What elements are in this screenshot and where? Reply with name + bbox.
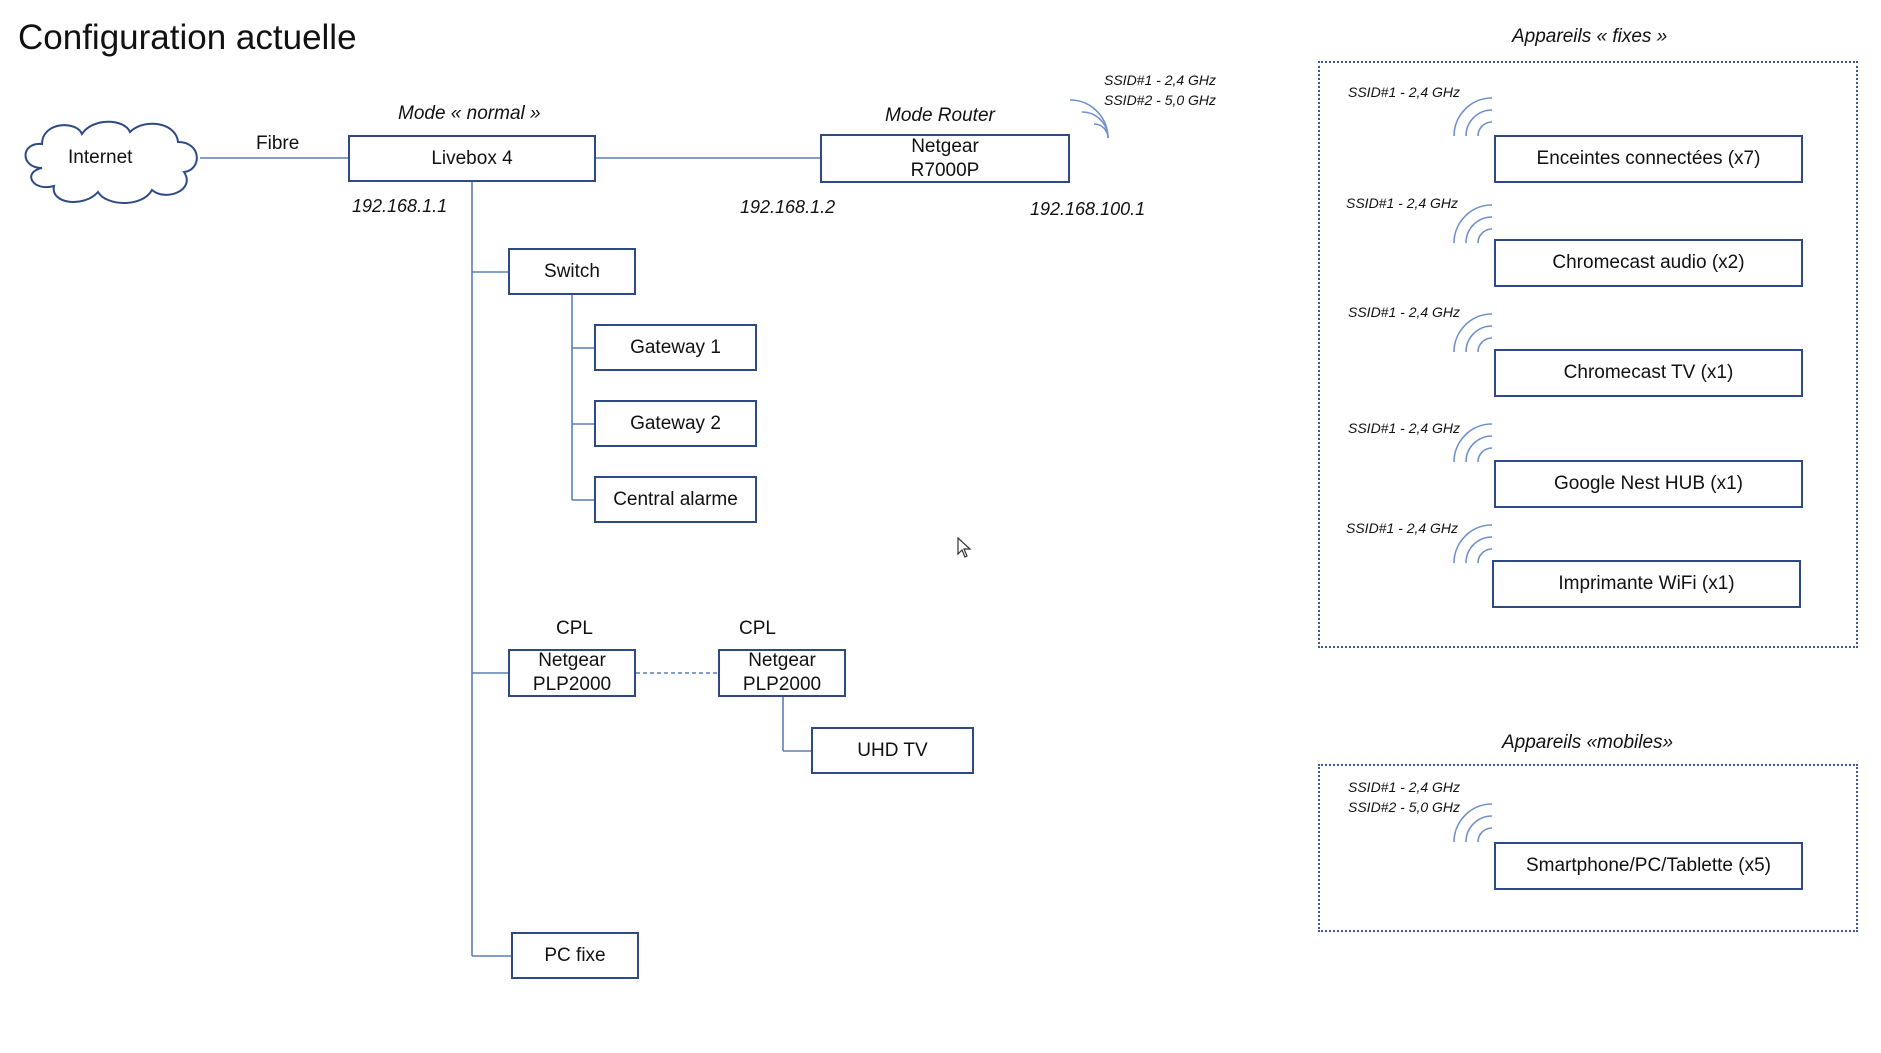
cpl-right-node[interactable]: Netgear PLP2000 (718, 649, 846, 697)
mobile-ssid1: SSID#1 - 2,4 GHz (1348, 779, 1461, 795)
mobile-devices-title: Appareils «mobiles» (1502, 732, 1674, 753)
internet-label: Internet (68, 147, 133, 168)
uhd-tv-node[interactable]: UHD TV (811, 727, 974, 774)
central-alarme-label: Central alarme (613, 488, 738, 510)
fixed-ssid-3: SSID#1 - 2,4 GHz (1348, 304, 1461, 320)
device-smartphone[interactable]: Smartphone/PC/Tablette (x5) (1494, 842, 1803, 890)
router-ssid1: SSID#1 - 2,4 GHz (1104, 72, 1217, 88)
device-enceintes-label: Enceintes connectées (x7) (1536, 148, 1761, 169)
mobile-devices-group (1318, 764, 1858, 932)
router-line1: Netgear (911, 135, 979, 157)
fixed-devices-title: Appareils « fixes » (1512, 26, 1668, 47)
device-chromecast-tv-label: Chromecast TV (x1) (1563, 362, 1734, 383)
gateway2-label: Gateway 2 (630, 412, 721, 434)
livebox-ip: 192.168.1.1 (352, 196, 448, 216)
fibre-label: Fibre (256, 133, 300, 154)
central-alarme-node[interactable]: Central alarme (594, 476, 757, 523)
wifi-signal-icon (1453, 803, 1493, 843)
device-imprimante[interactable]: Imprimante WiFi (x1) (1492, 560, 1801, 608)
cpl-right-caption: CPL (739, 618, 776, 639)
cpl-right-line1: Netgear (748, 650, 816, 671)
uhd-tv-label: UHD TV (857, 739, 928, 761)
cpl-right-line2: PLP2000 (742, 674, 822, 695)
device-chromecast-audio[interactable]: Chromecast audio (x2) (1494, 239, 1803, 287)
fixed-ssid-5: SSID#1 - 2,4 GHz (1346, 520, 1459, 536)
wifi-signal-icon (1453, 423, 1493, 463)
livebox-mode-label: Mode « normal » (398, 103, 541, 124)
wifi-signal-icon (1453, 97, 1493, 137)
device-chromecast-audio-label: Chromecast audio (x2) (1552, 252, 1745, 273)
router-node[interactable]: Netgear R7000P (820, 134, 1070, 183)
page-title: Configuration actuelle (18, 18, 357, 57)
cpl-left-caption: CPL (556, 618, 593, 639)
device-google-nest[interactable]: Google Nest HUB (x1) (1494, 460, 1803, 508)
cloud-icon (24, 120, 198, 204)
mobile-ssid2: SSID#2 - 5,0 GHz (1348, 799, 1461, 815)
wifi-signal-icon (1453, 204, 1493, 244)
fixed-devices-group (1318, 61, 1858, 648)
router-line2: R7000P (910, 159, 980, 181)
cpl-left-line1: Netgear (538, 650, 606, 671)
fixed-ssid-2: SSID#1 - 2,4 GHz (1346, 195, 1459, 211)
wifi-signal-icon (1453, 313, 1493, 353)
fixed-ssid-1: SSID#1 - 2,4 GHz (1348, 84, 1461, 100)
device-google-nest-label: Google Nest HUB (x1) (1553, 473, 1743, 494)
pc-fixe-label: PC fixe (544, 944, 606, 966)
switch-node[interactable]: Switch (508, 248, 636, 295)
device-smartphone-label: Smartphone/PC/Tablette (x5) (1525, 855, 1771, 876)
livebox-node[interactable]: Livebox 4 (348, 135, 596, 182)
cpl-left-line2: PLP2000 (532, 674, 612, 695)
device-imprimante-label: Imprimante WiFi (x1) (1558, 573, 1735, 594)
fixed-ssid-4: SSID#1 - 2,4 GHz (1348, 420, 1461, 436)
router-ip-wan: 192.168.1.2 (740, 197, 836, 217)
router-ip-lan: 192.168.100.1 (1030, 199, 1146, 219)
livebox-name: Livebox 4 (431, 147, 513, 169)
pc-fixe-node[interactable]: PC fixe (511, 932, 639, 979)
switch-label: Switch (544, 260, 600, 282)
wifi-signal-icon (1069, 99, 1109, 139)
device-chromecast-tv[interactable]: Chromecast TV (x1) (1494, 349, 1803, 397)
gateway1-node[interactable]: Gateway 1 (594, 324, 757, 371)
gateway1-label: Gateway 1 (630, 336, 721, 358)
cpl-left-node[interactable]: Netgear PLP2000 (508, 649, 636, 697)
mouse-cursor-icon (957, 537, 972, 558)
wifi-signal-icon (1453, 524, 1493, 564)
device-enceintes[interactable]: Enceintes connectées (x7) (1494, 135, 1803, 183)
gateway2-node[interactable]: Gateway 2 (594, 400, 757, 447)
router-ssid2: SSID#2 - 5,0 GHz (1104, 92, 1217, 108)
router-mode-label: Mode Router (885, 105, 995, 126)
